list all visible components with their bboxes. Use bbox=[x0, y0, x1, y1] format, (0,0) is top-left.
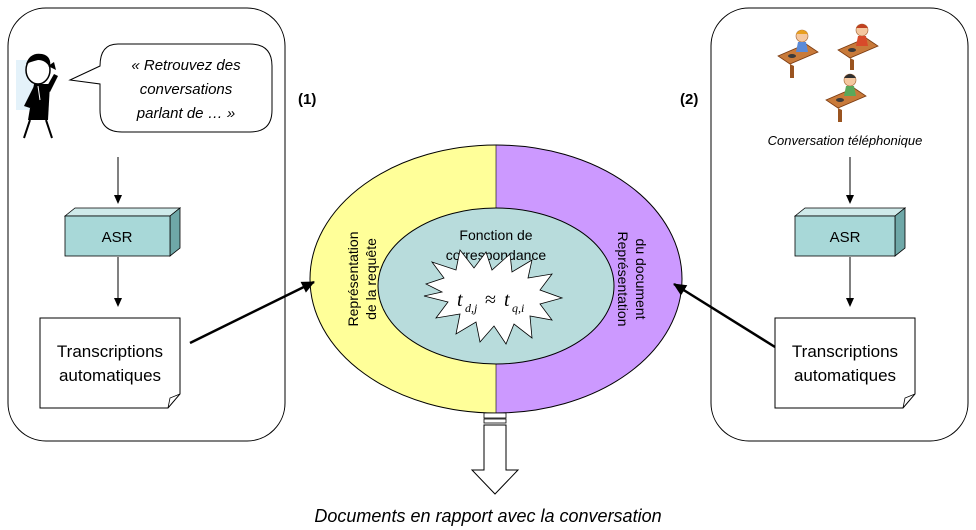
output-caption: Documents en rapport avec la conversatio… bbox=[314, 506, 661, 526]
document-representation-line-1: Représentation bbox=[615, 232, 631, 327]
asr-label-left: ASR bbox=[102, 229, 133, 246]
document-representation-line-2: du document bbox=[633, 239, 649, 320]
formula-rhs-subscript: q,i bbox=[512, 301, 524, 315]
formula-rhs-var: t bbox=[504, 289, 510, 311]
transcript-right-line-2: automatiques bbox=[794, 366, 896, 385]
formula-lhs-var: t bbox=[457, 289, 463, 311]
left-panel: « Retrouvez des conversations parlant de… bbox=[7, 7, 316, 442]
speech-line-2: conversations bbox=[140, 81, 233, 98]
transcript-left-line-1: Transcriptions bbox=[57, 342, 163, 361]
right-panel: (2) Conversation téléphonique ASR Transc… bbox=[680, 7, 969, 442]
transcript-doc-right: Transcriptions automatiques bbox=[774, 317, 916, 409]
asr-box-right: ASR bbox=[793, 207, 907, 257]
similarity-formula: t d,j ≈ t q,i bbox=[457, 289, 524, 315]
asr-label-right: ASR bbox=[830, 229, 861, 246]
arrow-query-to-model bbox=[189, 280, 315, 345]
step-2-label: (2) bbox=[680, 91, 698, 108]
speech-line-1: « Retrouvez des bbox=[131, 57, 241, 74]
matching-model: Représentation de la requête Représentat… bbox=[309, 144, 683, 414]
match-starburst-shape bbox=[423, 249, 564, 345]
conversation-caption: Conversation téléphonique bbox=[768, 133, 923, 148]
step-1-label: (1) bbox=[298, 91, 316, 108]
transcript-doc-left: Transcriptions automatiques bbox=[39, 317, 181, 409]
query-representation-line-2: de la requête bbox=[363, 238, 379, 320]
transcript-right-line-1: Transcriptions bbox=[792, 342, 898, 361]
transcript-left-line-2: automatiques bbox=[59, 366, 161, 385]
query-representation-line-1: Représentation bbox=[345, 232, 361, 327]
phone-operators-icon bbox=[777, 23, 879, 122]
formula-approx: ≈ bbox=[485, 289, 496, 311]
speech-line-3: parlant de … » bbox=[136, 105, 235, 122]
output-arrow bbox=[470, 412, 520, 495]
matching-function-line-1: Fonction de bbox=[459, 227, 532, 243]
asr-box-left: ASR bbox=[63, 207, 182, 257]
speech-bubble bbox=[68, 43, 273, 133]
user-on-phone-icon bbox=[16, 53, 58, 139]
formula-lhs-subscript: d,j bbox=[465, 301, 478, 315]
arrow-document-to-model bbox=[673, 282, 776, 349]
matching-function-line-2: correspondance bbox=[446, 247, 547, 263]
